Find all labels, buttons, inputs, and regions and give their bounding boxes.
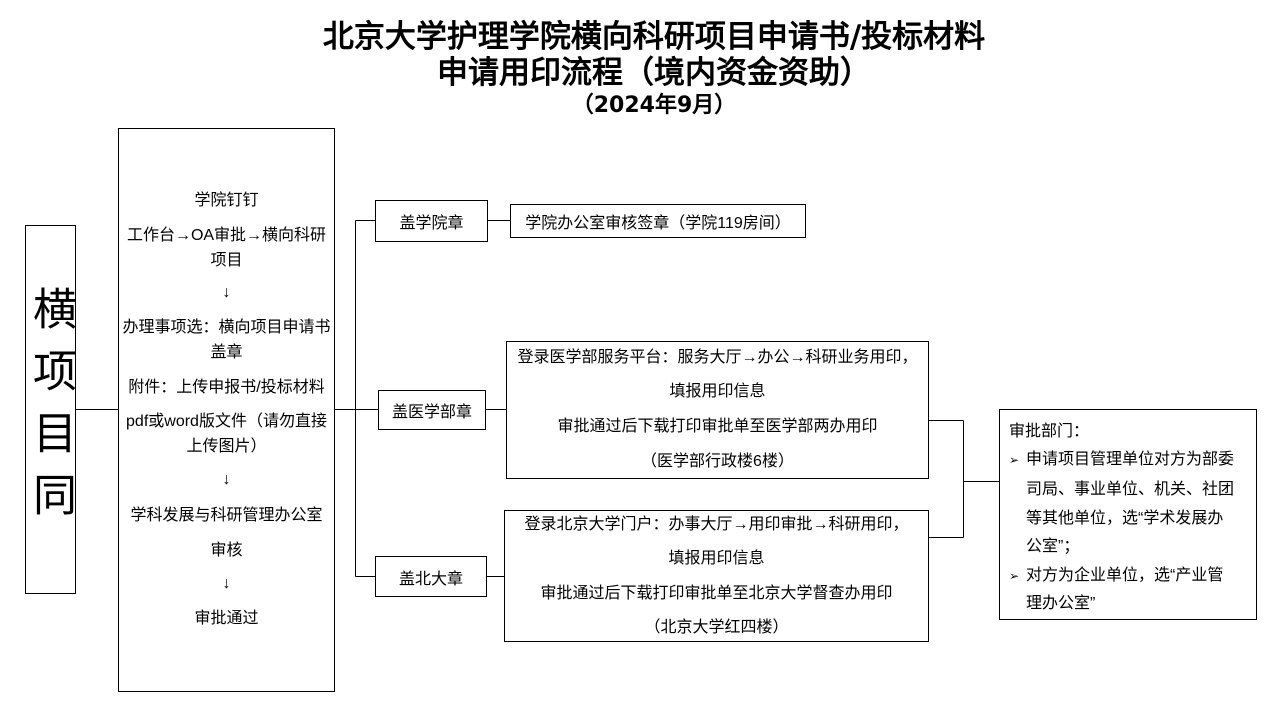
medical-seal-label: 盖医学部章 (391, 404, 472, 421)
process-box: 学院钉钉 工作台→OA审批→横向科研 项目 ↓ 办理事项选：横向项目申请书 盖章… (118, 128, 335, 692)
medical-seal-detail-line: （医学部行政楼6楼） (641, 453, 794, 470)
approval-item-line: 公室”； (1026, 538, 1080, 555)
arrow-bullet-icon: ➢ (1009, 569, 1020, 583)
medical-seal-detail-line: 填报用印信息 (669, 383, 766, 400)
approval-item-line: 司局、事业单位、机关、社团 (1026, 481, 1235, 498)
process-line: 办理事项选：横向项目申请书 (122, 319, 331, 336)
down-arrow: ↓ (222, 284, 231, 301)
title-line-2: 申请用印流程（境内资金资助） (437, 55, 871, 91)
process-line: 工作台→OA审批→横向科研 (126, 227, 327, 244)
process-line: 附件：上传申报书/投标材料 (128, 379, 325, 396)
medical-seal-detail-line: 登录医学部服务平台：服务大厅→办公→科研业务用印， (517, 349, 918, 366)
process-line: 上传图片） (186, 438, 267, 455)
title-date: （2024年9月） (571, 93, 737, 118)
approval-item-line: 申请项目管理单位对方为部委 (1026, 451, 1235, 468)
approval-item-line: 理办公室” (1026, 595, 1096, 612)
medical-seal-box: 盖医学部章 (378, 390, 486, 430)
process-line: 项目 (210, 252, 243, 269)
pku-seal-box: 盖北大章 (375, 556, 487, 597)
approval-item-line: 对方为企业单位，选“产业管 (1026, 567, 1224, 584)
school-seal-box: 盖学院章 (375, 200, 488, 242)
process-line: 盖章 (210, 344, 243, 361)
title-line-1: 北京大学护理学院横向科研项目申请书/投标材料 (322, 19, 986, 55)
down-arrow: ↓ (222, 471, 231, 488)
project-type-label: 横项目同 (26, 286, 75, 534)
approval-item-line: 等其他单位，选“学术发展办 (1026, 510, 1224, 527)
pku-seal-detail-line: 登录北京大学门户：办事大厅→用印审批→科研用印， (524, 516, 909, 533)
pku-seal-detail-line: 填报用印信息 (668, 550, 765, 567)
approval-heading: 审批部门： (1009, 423, 1090, 440)
pku-seal-detail-line: （北京大学红四楼） (644, 619, 789, 636)
medical-seal-detail-line: 审批通过后下载打印审批单至医学部两办用印 (557, 418, 878, 435)
medical-seal-detail-box: 登录医学部服务平台：服务大厅→办公→科研业务用印， 填报用印信息 审批通过后下载… (506, 341, 929, 479)
pku-seal-detail-box: 登录北京大学门户：办事大厅→用印审批→科研用印， 填报用印信息 审批通过后下载打… (504, 510, 929, 642)
process-line: pdf或word版文件（请勿直接 (126, 413, 327, 430)
school-seal-detail-line: 学院办公室审核签章（学院119房间） (525, 215, 791, 232)
down-arrow: ↓ (222, 575, 231, 592)
process-line: 审批通过 (194, 610, 259, 627)
arrow-bullet-icon: ➢ (1009, 453, 1020, 467)
pku-seal-label: 盖北大章 (398, 570, 463, 588)
pku-seal-detail-line: 审批通过后下载打印审批单至北京大学督查办用印 (540, 585, 893, 602)
school-seal-detail-box: 学院办公室审核签章（学院119房间） (510, 204, 806, 238)
project-type-box: 横项目同 (25, 225, 76, 594)
process-line: 审核 (210, 542, 243, 559)
process-line: 学科发展与科研管理办公室 (130, 507, 323, 524)
approval-box: 审批部门： ➢ 申请项目管理单位对方为部委 司局、事业单位、机关、社团 等其他单… (999, 409, 1257, 620)
school-seal-label: 盖学院章 (399, 215, 464, 232)
process-line: 学院钉钉 (194, 192, 259, 209)
